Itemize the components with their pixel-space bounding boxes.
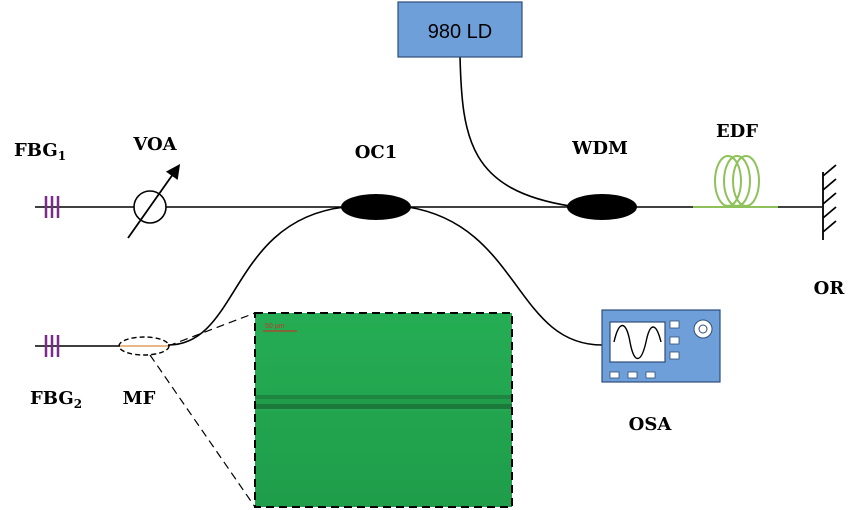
oc1-to-osa-fiber: [407, 206, 603, 346]
pump-fiber: [459, 55, 571, 207]
wdm-coupler: [567, 194, 637, 220]
oc1-coupler: [341, 194, 411, 220]
wdm-label: WDM: [571, 138, 628, 159]
or-label: OR: [814, 278, 846, 299]
pump-laser-diode: 980 LD: [397, 1, 523, 58]
fbg2-label-sub: 2: [74, 397, 82, 411]
fbg1-grating: [44, 196, 60, 218]
or-reflector: [822, 164, 837, 240]
voa-label: VOA: [132, 134, 177, 155]
microscope-inset: 50 μm: [254, 312, 513, 508]
oc1-label: OC1: [355, 142, 398, 163]
edf-label: EDF: [716, 121, 758, 142]
oc1-to-mf-fiber: [167, 206, 346, 346]
fbg2-label-base: FBG: [30, 388, 74, 409]
mf-microfiber: [118, 336, 170, 356]
voa-attenuator: [127, 164, 181, 239]
fbg1-label: FBG1: [14, 140, 66, 163]
pump-laser-box: [397, 1, 523, 58]
osa-waveform: [613, 324, 662, 360]
scale-bar-label: 50 μm: [265, 323, 285, 330]
fbg2-label: FBG2: [30, 388, 82, 411]
fbg2-grating: [44, 335, 60, 357]
voa-adjust-arrow: [127, 164, 181, 239]
mf-label: MF: [123, 388, 156, 409]
osa-label: OSA: [629, 414, 673, 435]
osa-analyzer: [601, 309, 721, 383]
edf-coil: [693, 155, 778, 208]
pump-laser-label: 980 LD: [428, 21, 493, 43]
fbg1-label-sub: 1: [58, 149, 66, 163]
osa-buttons: [609, 320, 680, 379]
zoom-guide-lines: [149, 312, 256, 508]
inset-frame: [254, 312, 513, 508]
fbg1-label-base: FBG: [14, 140, 58, 161]
